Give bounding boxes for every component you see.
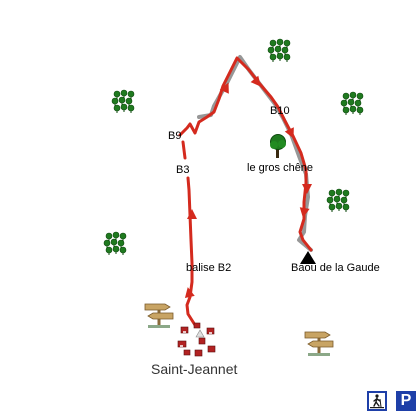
forest-icon [267, 38, 291, 63]
route-direction-arrow [299, 207, 310, 218]
signpost-icon [144, 303, 174, 329]
route-direction-arrow [184, 287, 195, 298]
route-direction-arrow [250, 75, 261, 87]
tree-icon [270, 134, 286, 158]
landmark-label-gros-chene: le gros chêne [247, 162, 314, 174]
route-direction-arrow [219, 82, 229, 94]
signpost-icon [304, 331, 334, 357]
route-direction-arrow [284, 127, 294, 139]
waypoint-label-b10: B10 [270, 105, 290, 117]
hiker-icon[interactable] [367, 391, 387, 411]
village-icon [177, 322, 216, 357]
forest-icon [111, 89, 135, 114]
route-direction-arrow [302, 184, 312, 194]
summit-label-baou: Baou de la Gaude [291, 262, 380, 274]
waypoint-label-b3: B3 [176, 164, 190, 176]
forest-icon [340, 91, 364, 116]
waypoint-label-balise-b2: balise B2 [186, 262, 232, 274]
town-label-saint-jeannet: Saint-Jeannet [151, 361, 238, 377]
hiking-route [178, 56, 313, 327]
parking-glyph: P [400, 392, 412, 409]
route-shadow [197, 55, 313, 252]
forest-icon [326, 188, 350, 213]
parking-icon[interactable]: P [396, 391, 416, 411]
route-direction-arrow [187, 209, 197, 219]
waypoint-label-b9: B9 [168, 130, 182, 142]
route-direction-arrows [184, 75, 312, 298]
summit-triangle-icon [300, 251, 316, 264]
forest-icon [103, 231, 127, 256]
hiker-glyph [370, 394, 384, 409]
